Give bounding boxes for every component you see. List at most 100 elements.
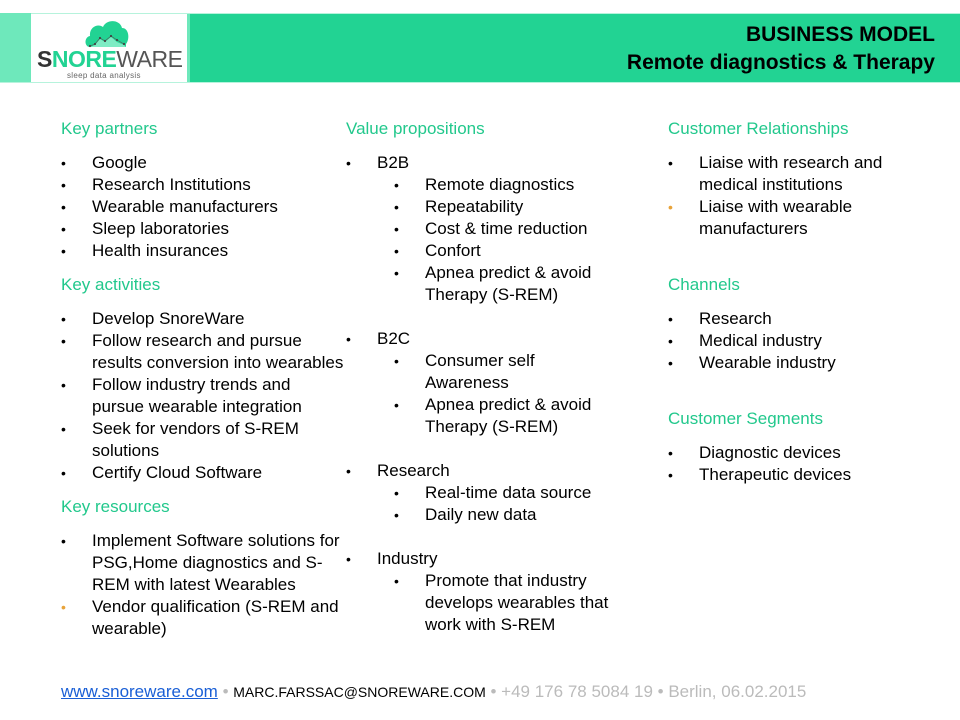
group-label: B2B bbox=[377, 153, 410, 172]
bullet-icon: • bbox=[394, 177, 399, 193]
bullet-icon: • bbox=[668, 155, 673, 171]
logo: SNOREWARE sleep data analysis bbox=[31, 14, 187, 82]
bullet-icon: • bbox=[61, 465, 66, 481]
page-title: BUSINESS MODEL Remote diagnostics & Ther… bbox=[627, 21, 935, 77]
bullet-icon: • bbox=[394, 265, 399, 281]
group-label: B2C bbox=[377, 329, 411, 348]
logo-divider bbox=[187, 14, 190, 82]
list-item: •Therapeutic devices bbox=[668, 464, 953, 486]
header-band: SNOREWARE sleep data analysis BUSINESS M… bbox=[0, 13, 960, 83]
bullet-icon: • bbox=[61, 155, 66, 171]
value-propositions-list: • B2C bbox=[346, 328, 646, 350]
bullet-icon: • bbox=[394, 507, 399, 523]
item-text: Real-time data source bbox=[425, 483, 592, 502]
section-key-partners: Key partners •Google •Research Instituti… bbox=[61, 118, 346, 262]
section-channels: Channels •Research •Medical industry •We… bbox=[668, 274, 953, 374]
list-item: • Wearable industry bbox=[668, 352, 953, 374]
bullet-icon: • bbox=[668, 445, 673, 461]
group-b2c: • B2C bbox=[346, 328, 646, 350]
item-text: Apnea predict & avoid Therapy (S-REM) bbox=[425, 395, 592, 436]
spacer bbox=[346, 438, 646, 460]
list-item: •Certify Cloud Software bbox=[61, 462, 346, 484]
list-item: • Repeatability bbox=[346, 196, 646, 218]
bullet-icon: • bbox=[394, 397, 399, 413]
footer: www.snoreware.com • MARC.FARSSAC@SNOREWA… bbox=[61, 681, 806, 703]
list-item: •Liaise with wearable manufacturers bbox=[668, 196, 918, 240]
bullet-icon: • bbox=[61, 421, 66, 437]
contact-email: MARC.FARSSAC@SNOREWARE.COM bbox=[233, 684, 486, 700]
group-b2b: •B2B bbox=[346, 152, 646, 174]
bullet-icon: • bbox=[61, 199, 66, 215]
logo-letter-s: S bbox=[37, 46, 52, 72]
list-item: •Wearable manufacturers bbox=[61, 196, 346, 218]
bullet-icon: • bbox=[61, 221, 66, 237]
section-title: Value propositions bbox=[346, 119, 485, 138]
list-item: • Seek for vendors of S-REM solutions bbox=[61, 418, 346, 462]
bullet-icon: • bbox=[346, 463, 351, 479]
item-text: Remote diagnostics bbox=[425, 175, 575, 194]
item-text: Apnea predict & avoid Therapy (S-REM) bbox=[425, 263, 592, 304]
cloud-chart-icon bbox=[85, 21, 129, 48]
item-text: Liaise with research and medical institu… bbox=[699, 153, 883, 194]
section-title: Customer Relationships bbox=[668, 119, 849, 138]
header-bottom-line bbox=[0, 82, 960, 83]
section-customer-segments: Customer Segments •Diagnostic devices •T… bbox=[668, 408, 953, 486]
item-text: Wearable industry bbox=[699, 353, 836, 372]
list-item: •Develop SnoreWare bbox=[61, 308, 346, 330]
customer-segments-list: • Diagnostic devices •Therapeutic devices bbox=[668, 442, 953, 486]
item-text: Repeatability bbox=[425, 197, 524, 216]
list-item: • Apnea predict & avoid Therapy (S-REM) bbox=[346, 262, 605, 306]
item-text: Vendor qualification (S-REM and wearable… bbox=[92, 597, 339, 638]
logo-ware: WARE bbox=[116, 46, 183, 72]
list-item: •Research Institutions bbox=[61, 174, 346, 196]
item-text: Consumer self Awareness bbox=[425, 351, 535, 392]
section-key-resources: Key resources •Implement Software soluti… bbox=[61, 496, 346, 640]
value-propositions-list: •B2B bbox=[346, 152, 646, 174]
bullet-icon: • bbox=[394, 199, 399, 215]
spacer bbox=[346, 526, 646, 548]
channels-list: •Research •Medical industry •Wearable in… bbox=[668, 308, 953, 374]
item-text: Diagnostic devices bbox=[699, 443, 841, 462]
group-research: •Research bbox=[346, 460, 646, 482]
item-text: Promote that industry develops wearables… bbox=[425, 571, 609, 634]
bullet-icon: • bbox=[668, 333, 673, 349]
list-item: •Sleep laboratories bbox=[61, 218, 346, 240]
title-line-2: Remote diagnostics & Therapy bbox=[626, 51, 935, 74]
group-label: Industry bbox=[377, 549, 438, 568]
bullet-icon: • bbox=[346, 551, 351, 567]
header-top-line bbox=[0, 13, 960, 14]
item-text: Daily new data bbox=[425, 505, 537, 524]
list-item: • Daily new data bbox=[346, 504, 646, 526]
bullet-icon: • bbox=[346, 331, 351, 347]
bullet-icon: • bbox=[668, 355, 673, 371]
key-partners-list: •Google •Research Institutions •Wearable… bbox=[61, 152, 346, 262]
separator-dot: • bbox=[222, 682, 229, 701]
logo-nore: NORE bbox=[51, 46, 117, 72]
list-item: •Follow research and pursue results conv… bbox=[61, 330, 346, 374]
item-text: Health insurances bbox=[92, 241, 229, 260]
item-text: Medical industry bbox=[699, 331, 822, 350]
bullet-icon: • bbox=[394, 573, 399, 589]
value-propositions-list: •Research bbox=[346, 460, 646, 482]
header-left-strip bbox=[0, 13, 31, 83]
list-item: •Vendor qualification (S-REM and wearabl… bbox=[61, 596, 346, 640]
column-middle: Value propositions •B2B •Remote diagnost… bbox=[346, 118, 646, 636]
list-item: •Google bbox=[61, 152, 346, 174]
logo-wordmark: SNOREWARE bbox=[37, 47, 187, 71]
b2b-sublist: •Remote diagnostics •Repeatability •Cost… bbox=[346, 174, 646, 306]
column-left: Key partners •Google •Research Instituti… bbox=[61, 118, 346, 640]
item-text: Cost & time reduction bbox=[425, 219, 588, 238]
section-title: Channels bbox=[668, 275, 740, 294]
item-text: Follow research and pursue results conve… bbox=[92, 331, 344, 372]
item-text: Confort bbox=[425, 241, 481, 260]
list-item: • Promote that industry develops wearable… bbox=[346, 570, 615, 636]
bullet-icon: • bbox=[61, 377, 66, 393]
item-text: Seek for vendors of S-REM solutions bbox=[92, 419, 299, 460]
separator-dot: • bbox=[490, 682, 497, 701]
list-item: •Cost & time reduction bbox=[346, 218, 646, 240]
value-propositions-list: • Industry bbox=[346, 548, 646, 570]
research-sublist: • Real-time data source • Daily new data bbox=[346, 482, 646, 526]
list-item: •Implement Software solutions for PSG,Ho… bbox=[61, 530, 346, 596]
website-link[interactable]: www.snoreware.com bbox=[61, 682, 218, 701]
list-item: • Liaise with research and medical instit… bbox=[668, 152, 918, 196]
